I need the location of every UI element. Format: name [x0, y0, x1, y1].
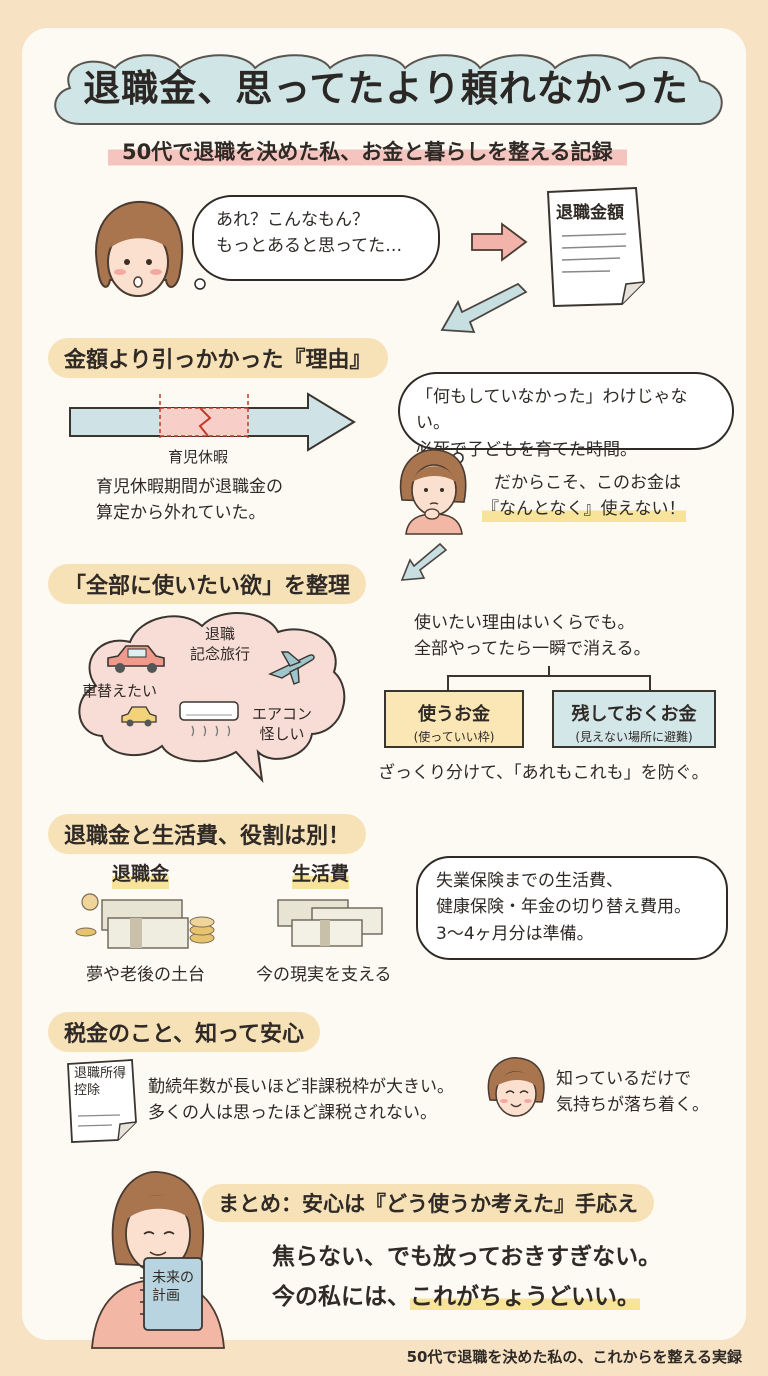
wish-trip: 退職 記念旅行: [190, 624, 250, 665]
spend-box-title: 使うお金: [418, 704, 490, 725]
timeline-arrow: [69, 392, 356, 452]
section1-heading: 金額より引っかかった『理由』: [48, 338, 388, 378]
spend-box-note: (使っていい枠): [413, 730, 495, 744]
arrow-down-left-icon: [440, 282, 528, 333]
retirement-label: 退職金: [112, 860, 170, 890]
wish-car: 車替えたい: [82, 682, 158, 700]
section3-bubble-line-1: 失業保険までの生活費、: [436, 871, 623, 891]
summary-line-2b: これがちょうどいい。: [410, 1284, 640, 1310]
section4-heading: 税金のこと、知って安心: [48, 1012, 321, 1052]
thought-dots: [194, 278, 206, 290]
section4-reassure-line-2: 気持ちが落ち着く。: [556, 1095, 709, 1116]
air-conditioner-icon: [179, 701, 239, 737]
section3-bubble-line-2: 健康保険・年金の切り替え費用。: [436, 897, 691, 918]
notebook-label-line-2: 計画: [152, 1287, 180, 1304]
section1-conclusion-1: だからこそ、このお金は: [494, 473, 681, 493]
summary-line-1: 焦らない、でも放っておきすぎない。: [272, 1244, 662, 1270]
section2-intro-line-2: 全部やってたら一瞬で消える。: [414, 639, 651, 660]
save-money-box: 残しておくお金 (見えない場所に避難): [552, 690, 716, 748]
wish-aircon-line-1: エアコン: [252, 705, 313, 723]
footer-caption: 50代で退職を決めた私の、これからを整える実録: [406, 1348, 742, 1366]
tax-document-icon: [67, 1059, 137, 1143]
page-title: 退職金、思ってたより頼れなかった: [83, 67, 689, 110]
split-connector: [447, 666, 651, 690]
spend-money-box: 使うお金 (使っていい枠): [384, 690, 524, 748]
wish-aircon: エアコン 怪しい: [252, 704, 312, 745]
summary-line-2: 今の私には、これがちょうどいい。: [272, 1280, 640, 1316]
airplane-icon: [268, 651, 315, 685]
section1-explanation-line-1: 育児休暇期間が退職金の: [96, 477, 283, 497]
tax-doc-line-2: 控除: [74, 1082, 101, 1098]
section3-heading: 退職金と生活費、役割は別！: [48, 814, 367, 854]
summary-line-2a: 今の私には、: [272, 1284, 410, 1310]
living-label: 生活費: [292, 860, 350, 890]
woman-thinking-illustration: [399, 449, 467, 535]
car-icon: [107, 645, 165, 673]
section2-heading: 「全部に使いたい欲」を整理: [48, 564, 367, 604]
section2-intro-line-1: 使いたい理由はいくらでも。: [414, 613, 635, 633]
smiling-woman-face: [487, 1057, 545, 1117]
section4-reassure: 知っているだけで 気持ちが落ち着く。: [556, 1066, 709, 1119]
section1-thought-line-1: 「何もしていなかった」わけじゃない。: [416, 387, 688, 434]
section3-bubble-line-3: 3〜4ヶ月分は準備。: [436, 923, 594, 944]
section2-intro: 使いたい理由はいくらでも。 全部やってたら一瞬で消える。: [414, 610, 651, 663]
page-subtitle: 50代で退職を決めた私、お金と暮らしを整える記録: [108, 134, 627, 168]
arrow-right-icon: [471, 222, 528, 262]
intro-speech-line-2: もっとあると思ってた…: [216, 236, 403, 257]
tax-document-label: 退職所得 控除: [74, 1066, 126, 1100]
section1-explanation: 育児休暇期間が退職金の 算定から外れていた。: [96, 474, 283, 527]
timeline-label: 育児休暇: [168, 448, 229, 466]
save-box-title: 残しておくお金: [571, 704, 697, 725]
wish-aircon-line-2: 怪しい: [259, 725, 305, 744]
document-icon: [546, 186, 646, 308]
section4-body-line-2: 多くの人は思ったほど課税されない。: [148, 1103, 437, 1124]
section4-body-line-1: 勤続年数が長いほど非課税枠が大きい。: [148, 1077, 454, 1097]
living-caption: 今の現実を支える: [256, 965, 392, 985]
money-stack-coins-icon: [75, 893, 215, 949]
section4-body: 勤続年数が長いほど非課税枠が大きい。 多くの人は思ったほど課税されない。: [148, 1074, 454, 1127]
save-box-note: (見えない場所に避難): [575, 730, 693, 744]
document-title: 退職金額: [556, 203, 624, 223]
notebook-icon: [140, 1257, 203, 1331]
retirement-caption: 夢や老後の土台: [86, 965, 205, 985]
section4-reassure-line-1: 知っているだけで: [556, 1069, 692, 1089]
section1-explanation-line-2: 算定から外れていた。: [96, 503, 266, 524]
section2-summary: ざっくり分けて、「あれもこれも」を防ぐ。: [378, 763, 709, 783]
woman-face-worried: [95, 200, 184, 297]
wish-trip-line-1: 退職: [205, 625, 236, 643]
section1-thought-bubble: 「何もしていなかった」わけじゃない。 必死で子どもを育てた時間。: [398, 372, 734, 460]
notebook-label-line-1: 未来の: [152, 1270, 194, 1286]
notebook-label: 未来の 計画: [152, 1270, 194, 1305]
title-cloud: [54, 54, 723, 125]
money-stack-icon: [277, 899, 383, 947]
section1-conclusion-2: 『なんとなく』使えない！: [482, 496, 686, 523]
arrow-down-left-icon-2: [400, 542, 448, 581]
intro-speech-bubble: あれ？こんなもん？ もっとあると思ってた…: [192, 195, 440, 281]
tax-doc-line-1: 退職所得: [74, 1066, 127, 1081]
summary-heading: まとめ：安心は『どう使うか考えた』手応え: [202, 1184, 654, 1222]
section1-thought-line-2: 必死で子どもを育てた時間。: [416, 439, 637, 460]
small-car-icon: [121, 706, 157, 727]
intro-speech-line-1: あれ？こんなもん？: [216, 210, 369, 230]
section3-bubble: 失業保険までの生活費、 健康保険・年金の切り替え費用。 3〜4ヶ月分は準備。: [416, 856, 728, 960]
wish-trip-line-2: 記念旅行: [190, 645, 251, 664]
